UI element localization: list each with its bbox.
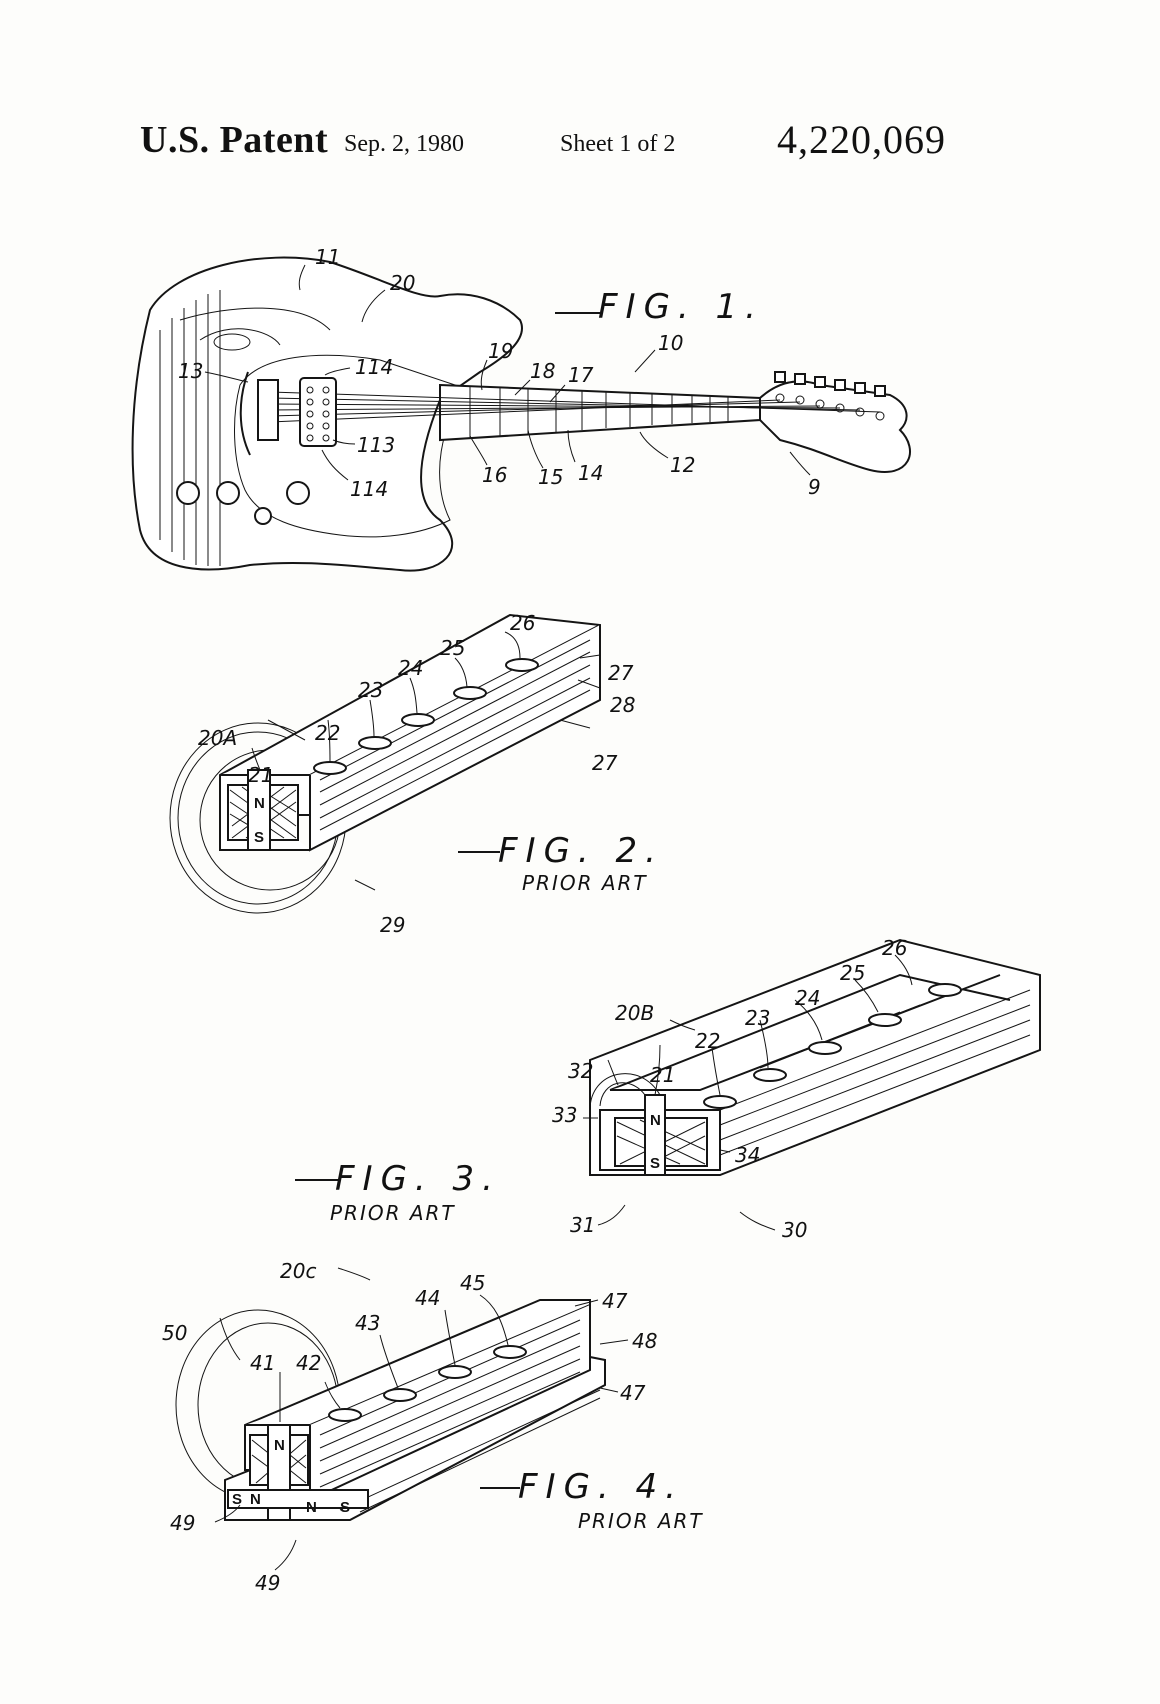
fig1-ref-114-top: 114	[355, 355, 393, 379]
fig4-ref-44: 44	[415, 1286, 440, 1310]
fig2-ref-25: 25	[440, 636, 465, 660]
fig4-pole-s-left: S	[232, 1491, 242, 1508]
fig3-ref-24: 24	[795, 986, 820, 1010]
fig3-ref-34: 34	[735, 1143, 760, 1167]
fig3-ref-20B: 20B	[615, 1001, 654, 1025]
fig4-ref-42: 42	[296, 1351, 321, 1375]
fig4-ref-47-bottom: 47	[620, 1381, 646, 1405]
fig3-label: FIG. 3.	[335, 1159, 501, 1199]
fig4-pole-n-left: N	[250, 1491, 261, 1508]
fig2-pole-n: N	[254, 795, 265, 812]
fig2-ref-28: 28	[610, 693, 635, 717]
fig4-ref-45: 45	[460, 1271, 485, 1295]
fig2-label: FIG. 2.	[498, 831, 664, 871]
fig1-ref-113: 113	[357, 433, 395, 457]
fig1-ref-12: 12	[670, 453, 695, 477]
fig4-label: FIG. 4.	[518, 1467, 684, 1507]
fig1-ref-11: 11	[315, 245, 340, 269]
fig4-pole-n-right: N	[306, 1499, 317, 1516]
fig1-ref-15: 15	[538, 465, 563, 489]
fig3-ref-31: 31	[570, 1213, 595, 1237]
fig3-ref-25: 25	[840, 961, 865, 985]
fig4-ref-48: 48	[632, 1329, 657, 1353]
fig1-ref-114-bottom: 114	[350, 477, 388, 501]
fig1-ref-14: 14	[578, 461, 603, 485]
fig3-pole-n: N	[650, 1112, 661, 1129]
fig3-ref-30: 30	[782, 1218, 807, 1242]
fig3-ref-32: 32	[568, 1059, 593, 1083]
fig3-ref-22: 22	[695, 1029, 720, 1053]
fig4-pole-n-magnet: N	[274, 1437, 285, 1454]
fig2-ref-22: 22	[315, 721, 340, 745]
fig3-ref-21: 21	[650, 1063, 675, 1087]
fig1-ref-19: 19	[488, 339, 513, 363]
fig2-ref-23: 23	[358, 678, 383, 702]
fig2-ref-29: 29	[380, 913, 405, 937]
fig4-ref-47-top: 47	[602, 1289, 628, 1313]
fig1-guitar-drawing	[133, 258, 910, 571]
fig3-ref-23: 23	[745, 1006, 770, 1030]
fig1-ref-9: 9	[808, 475, 821, 499]
fig2-ref-24: 24	[398, 656, 423, 680]
fig1-ref-17: 17	[568, 363, 594, 387]
fig4-ref-50: 50	[162, 1321, 187, 1345]
fig1-label: FIG. 1.	[598, 287, 764, 327]
fig2-ref-27-top: 27	[608, 661, 634, 685]
fig4-ref-20c: 20c	[280, 1259, 316, 1283]
fig2-ref-20A: 20A	[198, 726, 237, 750]
fig2-ref-21: 21	[248, 763, 273, 787]
fig1-ref-13: 13	[178, 359, 203, 383]
fig4-ref-49-left: 49	[170, 1511, 195, 1535]
fig4-pole-s-right: S	[340, 1499, 350, 1516]
fig2-caption: PRIOR ART	[522, 871, 648, 895]
fig1-ref-10: 10	[658, 331, 683, 355]
fig4-caption: PRIOR ART	[578, 1509, 704, 1533]
fig1-ref-20: 20	[390, 271, 415, 295]
fig4-ref-49-bottom: 49	[255, 1571, 280, 1595]
fig4-ref-43: 43	[355, 1311, 380, 1335]
fig2-ref-27-bottom: 27	[592, 751, 618, 775]
fig2-ref-26: 26	[510, 611, 535, 635]
fig4-pickup-drawing	[176, 1268, 628, 1570]
fig1-ref-16: 16	[482, 463, 507, 487]
fig4-ref-41: 41	[250, 1351, 275, 1375]
fig3-ref-33: 33	[552, 1103, 577, 1127]
fig3-pole-s: S	[650, 1155, 660, 1172]
fig3-caption: PRIOR ART	[330, 1201, 456, 1225]
fig1-ref-18: 18	[530, 359, 555, 383]
fig3-ref-26: 26	[882, 936, 907, 960]
fig2-pole-s: S	[254, 829, 264, 846]
